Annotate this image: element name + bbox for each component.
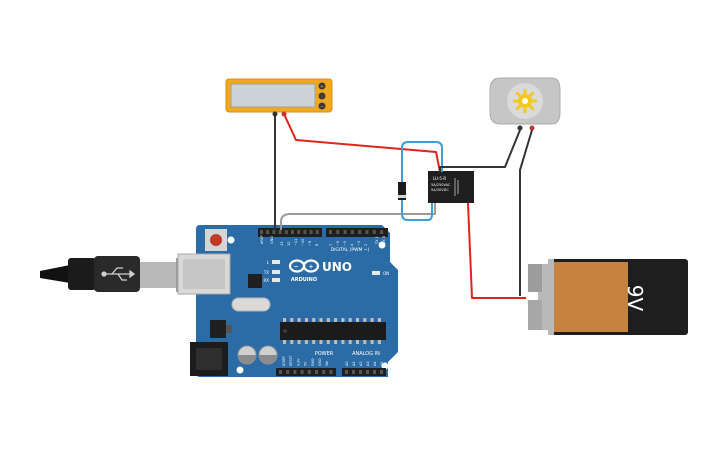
gear-icon	[513, 89, 537, 113]
power-pin-label: GND	[318, 358, 322, 366]
digital-pin-label: 4	[350, 243, 354, 246]
dc-motor[interactable]	[489, 77, 561, 131]
led-label-l: L	[267, 260, 270, 265]
power-pin-label: RESET	[289, 354, 293, 366]
digital-pin-label: 13	[280, 242, 284, 246]
wire-diode-loop	[401, 141, 443, 182]
wire-control	[280, 203, 436, 230]
relay-line1: LU-5-R	[433, 176, 446, 181]
status-leds: L TX RX	[263, 260, 280, 283]
brand-uno: UNO	[322, 260, 352, 274]
digital-pin-label: ~11	[294, 239, 298, 246]
usb-cable	[40, 256, 184, 292]
label-digital: DIGITAL (PWM ~)	[331, 247, 370, 253]
wire-battery-pos	[467, 202, 526, 299]
battery-label: 9V	[623, 285, 647, 312]
relay-line2: 5A/250VAC	[431, 183, 451, 187]
on-led-label: ON	[383, 271, 389, 276]
power-header[interactable]	[276, 368, 386, 376]
digital-pin-label: 12	[287, 242, 291, 246]
wire-diode-loop-2	[401, 200, 433, 221]
power-pin-label: IOREF	[282, 356, 286, 366]
digital-pin-label: ~6	[336, 241, 340, 246]
arduino-logo-icon	[288, 259, 320, 273]
usb-icon	[101, 267, 136, 281]
power-pin-label: 5V	[304, 361, 308, 366]
usb-chip	[248, 274, 262, 288]
digital-pin-label: 8	[315, 244, 319, 246]
wire-motor-1	[439, 129, 521, 172]
power-pin-label: GND	[311, 358, 315, 366]
wire-motor-2	[519, 129, 533, 296]
relay-module[interactable]: LU-5-R 5A/250VAC 5A/30VDC	[428, 171, 474, 203]
atmega-microcontroller	[280, 318, 386, 344]
svg-text:−: −	[293, 264, 298, 271]
digital-pin-label: 7	[329, 244, 333, 246]
power-pin-label: Vin	[325, 361, 329, 366]
digital-pin-label: ~5	[343, 241, 347, 246]
relay-line3: 5A/30VDC	[431, 188, 449, 192]
brand-arduino: ARDUINO	[291, 277, 317, 283]
analog-pin-label: A1	[352, 361, 356, 366]
digital-pin-label: ~3	[357, 241, 361, 246]
svg-text:·: ·	[321, 94, 323, 100]
digital-pin-label: ~9	[308, 241, 312, 246]
svg-text:−: −	[320, 104, 324, 110]
label-power: POWER	[315, 351, 334, 357]
crystal-oscillator	[231, 297, 271, 312]
voltage-regulator	[210, 320, 226, 338]
reset-button[interactable]	[205, 229, 227, 251]
diode	[398, 182, 406, 200]
label-rx0: RX 0	[382, 236, 386, 244]
led-label-tx: TX	[263, 270, 269, 275]
battery-9v[interactable]: 9V	[528, 259, 688, 335]
digital-pin-label: ~10	[301, 239, 305, 246]
sensor-module[interactable]: + · −	[225, 78, 333, 117]
analog-pin-label: A5	[380, 361, 384, 366]
svg-text:+: +	[320, 84, 324, 90]
wire-sensor-signal	[283, 113, 441, 173]
wires	[274, 113, 533, 299]
led-label-rx: RX	[263, 278, 269, 283]
power-pin-label: 3.3V	[296, 358, 300, 366]
label-tx1: TX 1	[375, 236, 379, 245]
digital-header[interactable]	[258, 228, 388, 237]
analog-pin-label: A2	[359, 361, 363, 366]
label-analog-in: ANALOG IN	[352, 351, 380, 357]
digital-pin-label: 2	[364, 244, 368, 246]
label-gnd: GND	[270, 236, 274, 244]
analog-pin-label: A4	[373, 361, 377, 366]
label-aref: AREF	[260, 235, 264, 244]
analog-pin-label: A0	[345, 361, 349, 366]
analog-pin-label: A3	[366, 361, 370, 366]
svg-text:+: +	[308, 264, 313, 271]
